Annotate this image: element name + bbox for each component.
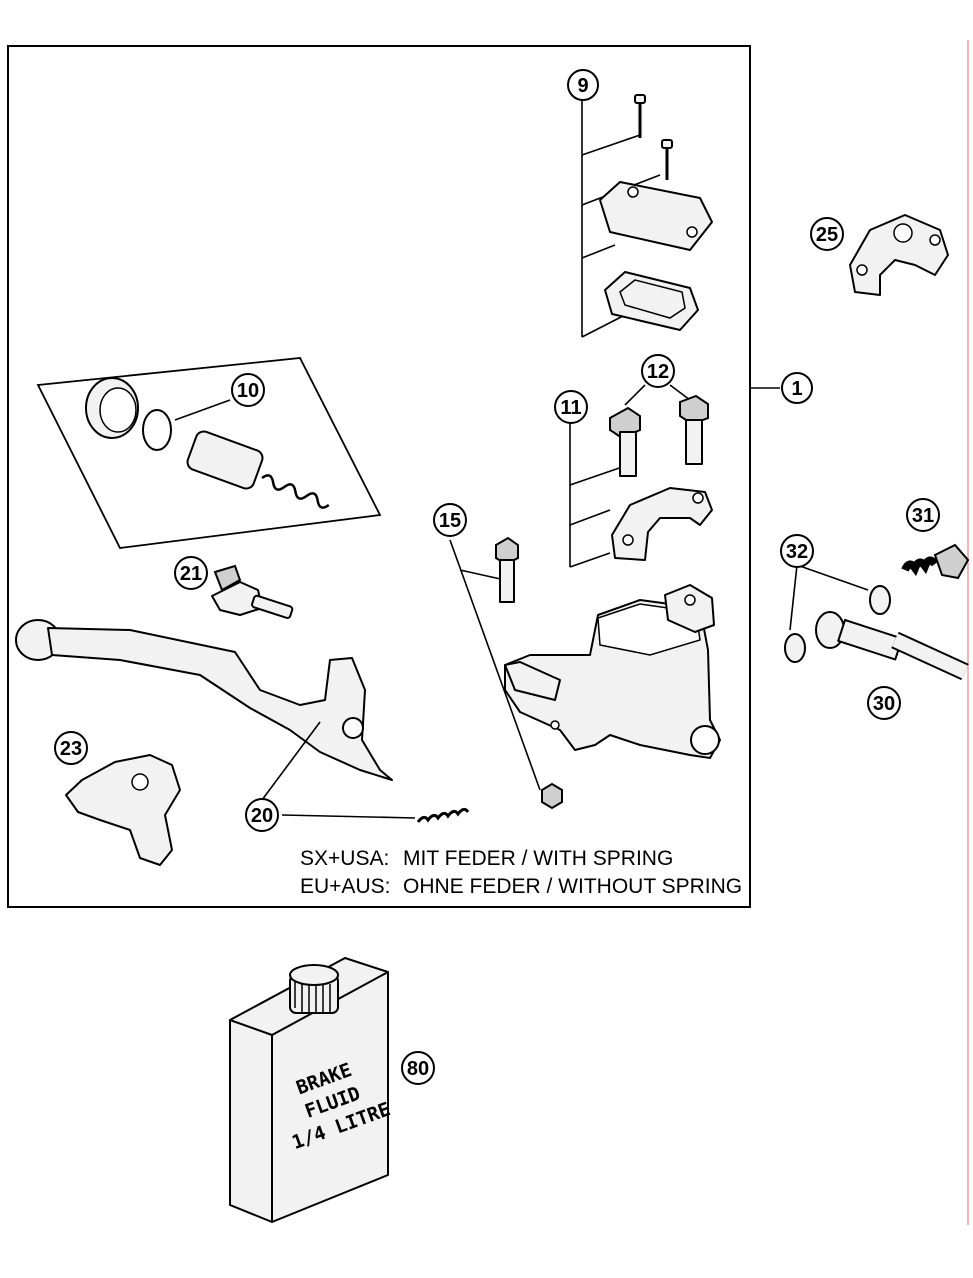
callout-25: 25 [810, 217, 844, 251]
spring-note: SX+USA: MIT FEDER / WITH SPRING EU+AUS: … [300, 847, 742, 898]
callout-31: 31 [906, 498, 940, 532]
note-line2-text: OHNE FEDER / WITHOUT SPRING [403, 875, 742, 898]
part-21-adjuster [211, 564, 294, 619]
callout-80-label: 80 [407, 1058, 429, 1080]
callout-9: 9 [567, 69, 599, 101]
callout-1-label: 1 [791, 378, 802, 400]
callout-21: 21 [174, 556, 208, 590]
callout-30-label: 30 [873, 693, 895, 715]
part-20-lever [15, 619, 470, 823]
note-line1-region: SX+USA: [300, 847, 389, 870]
part-9-cover-group [581, 94, 713, 338]
part-1-master-cylinder [504, 584, 721, 759]
callout-9-label: 9 [577, 75, 588, 97]
assembly-frame [7, 45, 751, 908]
part-25-clamp [849, 214, 949, 296]
callout-23: 23 [54, 731, 88, 765]
part-30-31-32-brake-line [784, 543, 970, 681]
callout-25-label: 25 [816, 224, 838, 246]
callout-32: 32 [780, 534, 814, 568]
part-15-pivot-bolt [449, 536, 563, 810]
part-11-12-clamp-bolts [569, 384, 713, 568]
callout-32-label: 32 [786, 541, 808, 563]
callout-11: 11 [554, 390, 588, 424]
callout-1: 1 [781, 372, 813, 404]
part-80-brake-fluid-bottle: BRAKE FLUID 1/4 LITRE [229, 957, 393, 1223]
callout-11-label: 11 [560, 397, 581, 419]
note-line1-text: MIT FEDER / WITH SPRING [403, 847, 673, 870]
callout-15: 15 [433, 503, 467, 537]
callout-30: 30 [867, 686, 901, 720]
callout-10: 10 [231, 373, 265, 407]
callout-10-label: 10 [237, 380, 259, 402]
callout-80: 80 [401, 1051, 435, 1085]
callout-20-label: 20 [251, 805, 273, 827]
part-23-lever-guard [65, 754, 181, 866]
callout-12-label: 12 [647, 361, 669, 383]
callout-21-label: 21 [180, 563, 202, 585]
callout-20: 20 [245, 798, 279, 832]
callout-15-label: 15 [439, 510, 461, 532]
callout-23-label: 23 [60, 738, 82, 760]
note-line2-region: EU+AUS: [300, 875, 390, 898]
callout-12: 12 [641, 354, 675, 388]
callout-31-label: 31 [912, 505, 934, 527]
part-10-piston-kit [36, 357, 382, 549]
